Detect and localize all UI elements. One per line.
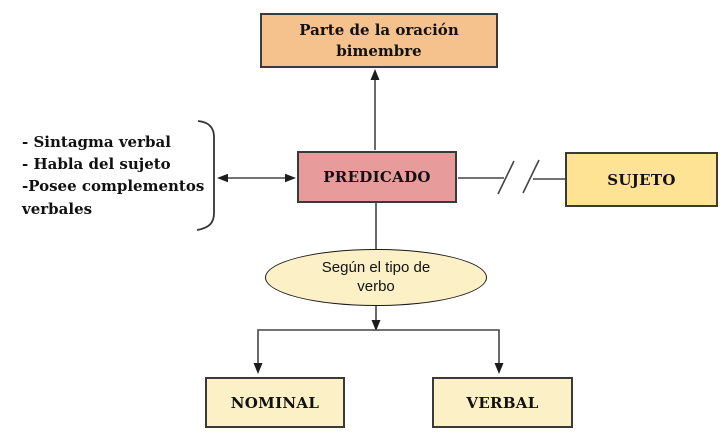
- node-parte-oracion-bimembre-label: Parte de la oración bimembre: [299, 21, 459, 60]
- node-nominal-label: NOMINAL: [230, 393, 320, 412]
- note-item: - Habla del sujeto: [22, 155, 171, 174]
- node-predicado-label: PREDICADO: [323, 168, 431, 186]
- node-verbal-label: VERBAL: [466, 393, 539, 412]
- note-item: -Posee complementos verbales: [22, 177, 205, 218]
- left-note-bracket: [196, 120, 215, 231]
- predicado-notes-list: - Sintagma verbal - Habla del sujeto -Po…: [22, 131, 214, 220]
- node-nominal: NOMINAL: [205, 377, 345, 428]
- node-segun-tipo-de-verbo-label: Según el tipo de verbo: [321, 258, 431, 295]
- arrowhead-junction-down: [371, 320, 381, 331]
- arrowhead-nominal-down: [253, 363, 263, 374]
- node-parte-oracion-bimembre: Parte de la oración bimembre: [260, 13, 498, 68]
- arrowhead-left: [217, 173, 228, 183]
- branch-tee: [257, 329, 500, 366]
- node-sujeto-label: SUJETO: [607, 170, 676, 189]
- break-slash-1: [497, 160, 515, 195]
- arrowhead-up: [370, 69, 380, 80]
- node-predicado: PREDICADO: [297, 151, 457, 203]
- node-verbal: VERBAL: [432, 377, 573, 428]
- note-item: - Sintagma verbal: [22, 133, 171, 151]
- arrowhead-verbal-down: [494, 363, 504, 374]
- node-segun-tipo-de-verbo: Según el tipo de verbo: [265, 249, 487, 306]
- break-slash-2: [522, 159, 540, 194]
- node-sujeto: SUJETO: [565, 152, 718, 207]
- arrowhead-right: [285, 173, 296, 183]
